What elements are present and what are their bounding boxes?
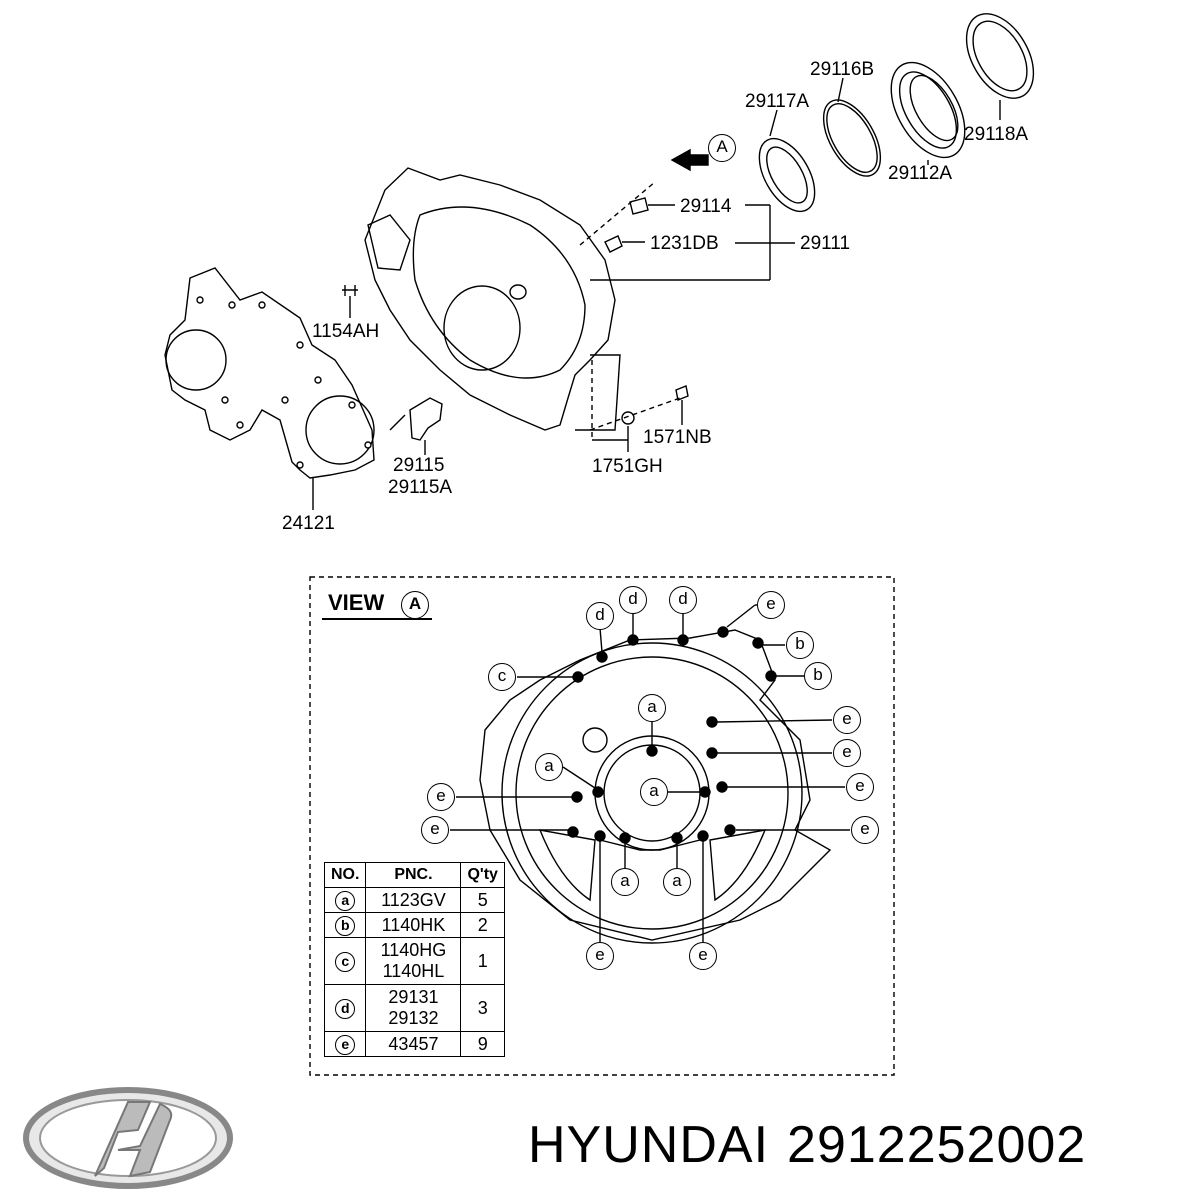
row-pnc: 29131 [388,987,439,1007]
row-pnc: 1140HK [365,912,462,938]
row-qty: 1 [460,937,505,985]
view-a-arrow-callout: A [708,134,736,162]
callout-e: e [427,783,455,811]
row-pnc: 1140HL [382,961,445,981]
label-1154AH: 1154AH [312,321,380,342]
plug-1231DB [604,235,623,253]
row-qty: 9 [460,1031,505,1057]
view-box [309,576,895,1076]
row-pnc: 1123GV [365,887,462,913]
label-29114: 29114 [680,196,732,217]
callout-e: e [689,942,717,970]
callout-e: e [421,816,449,844]
label-24121: 24121 [282,513,335,534]
row-letter: e [335,1035,356,1055]
gasket-24121 [164,267,375,479]
row-pnc: 1140HG [380,940,447,960]
label-29111: 29111 [800,233,851,254]
label-29115: 29115 [393,455,445,476]
row-letter: b [335,916,356,936]
row-qty: 5 [460,887,505,913]
callout-b: b [804,662,832,690]
row-letter: c [335,952,356,972]
table-row: d 29131 29132 3 [323,984,505,1032]
callout-a: a [638,694,666,722]
label-29118A: 29118A [964,124,1029,145]
header-pnc: PNC. [365,862,462,888]
callout-e: e [757,591,785,619]
label-29112A: 29112A [888,163,953,184]
oil-seal-29117A [758,137,816,213]
view-title: VIEW [328,590,385,615]
label-1751GH: 1751GH [592,456,663,477]
callout-e: e [833,739,861,767]
table-header-row: NO. PNC. Q'ty [323,862,505,888]
label-29116B: 29116B [810,59,875,80]
label-29115A: 29115A [388,477,453,498]
header-no: NO. [323,862,367,888]
callout-d: d [669,586,697,614]
dowel-29114 [629,197,649,215]
sensor-29115 [409,397,443,441]
table-row: c 1140HG 1140HL 1 [323,937,505,985]
seal-29112A [890,61,966,159]
parts-quantity-table: NO. PNC. Q'ty a 1123GV 5 b 1140HK 2 c 11… [323,862,505,1057]
header-qty: Q'ty [460,862,505,888]
brand-caption: HYUNDAI 2912252002 [528,1115,1086,1175]
callout-d: d [619,586,647,614]
callout-d: d [586,602,614,630]
row-letter: a [335,891,356,911]
table-row: e 43457 9 [323,1031,505,1057]
hyundai-logo-h [94,1101,173,1178]
view-title-letter: A [401,591,429,619]
row-letter: d [335,999,356,1019]
label-29117A: 29117A [745,91,810,112]
callout-a: a [640,778,668,806]
callout-a: a [535,753,563,781]
label-1571NB: 1571NB [643,427,712,448]
o-ring-29116B [822,99,882,177]
callout-e: e [833,706,861,734]
callout-a: a [663,868,691,896]
table-row: b 1140HK 2 [323,912,505,938]
row-pnc: 43457 [365,1031,462,1057]
gasket-29118A [965,13,1035,99]
table-row: a 1123GV 5 [323,887,505,913]
brand-name: HYUNDAI [528,1116,770,1174]
callout-a: a [611,868,639,896]
callout-b: b [786,631,814,659]
callout-e: e [851,816,879,844]
callout-c: c [488,663,516,691]
row-qty: 2 [460,912,505,938]
label-1231DB: 1231DB [650,233,719,254]
stud-1154AH [342,285,358,296]
callout-e: e [846,773,874,801]
row-qty: 3 [460,984,505,1032]
view-arrow [670,148,709,172]
part-number: 2912252002 [787,1116,1087,1174]
flywheel-housing [364,167,616,431]
row-pnc: 29132 [388,1008,439,1028]
callout-e: e [586,942,614,970]
